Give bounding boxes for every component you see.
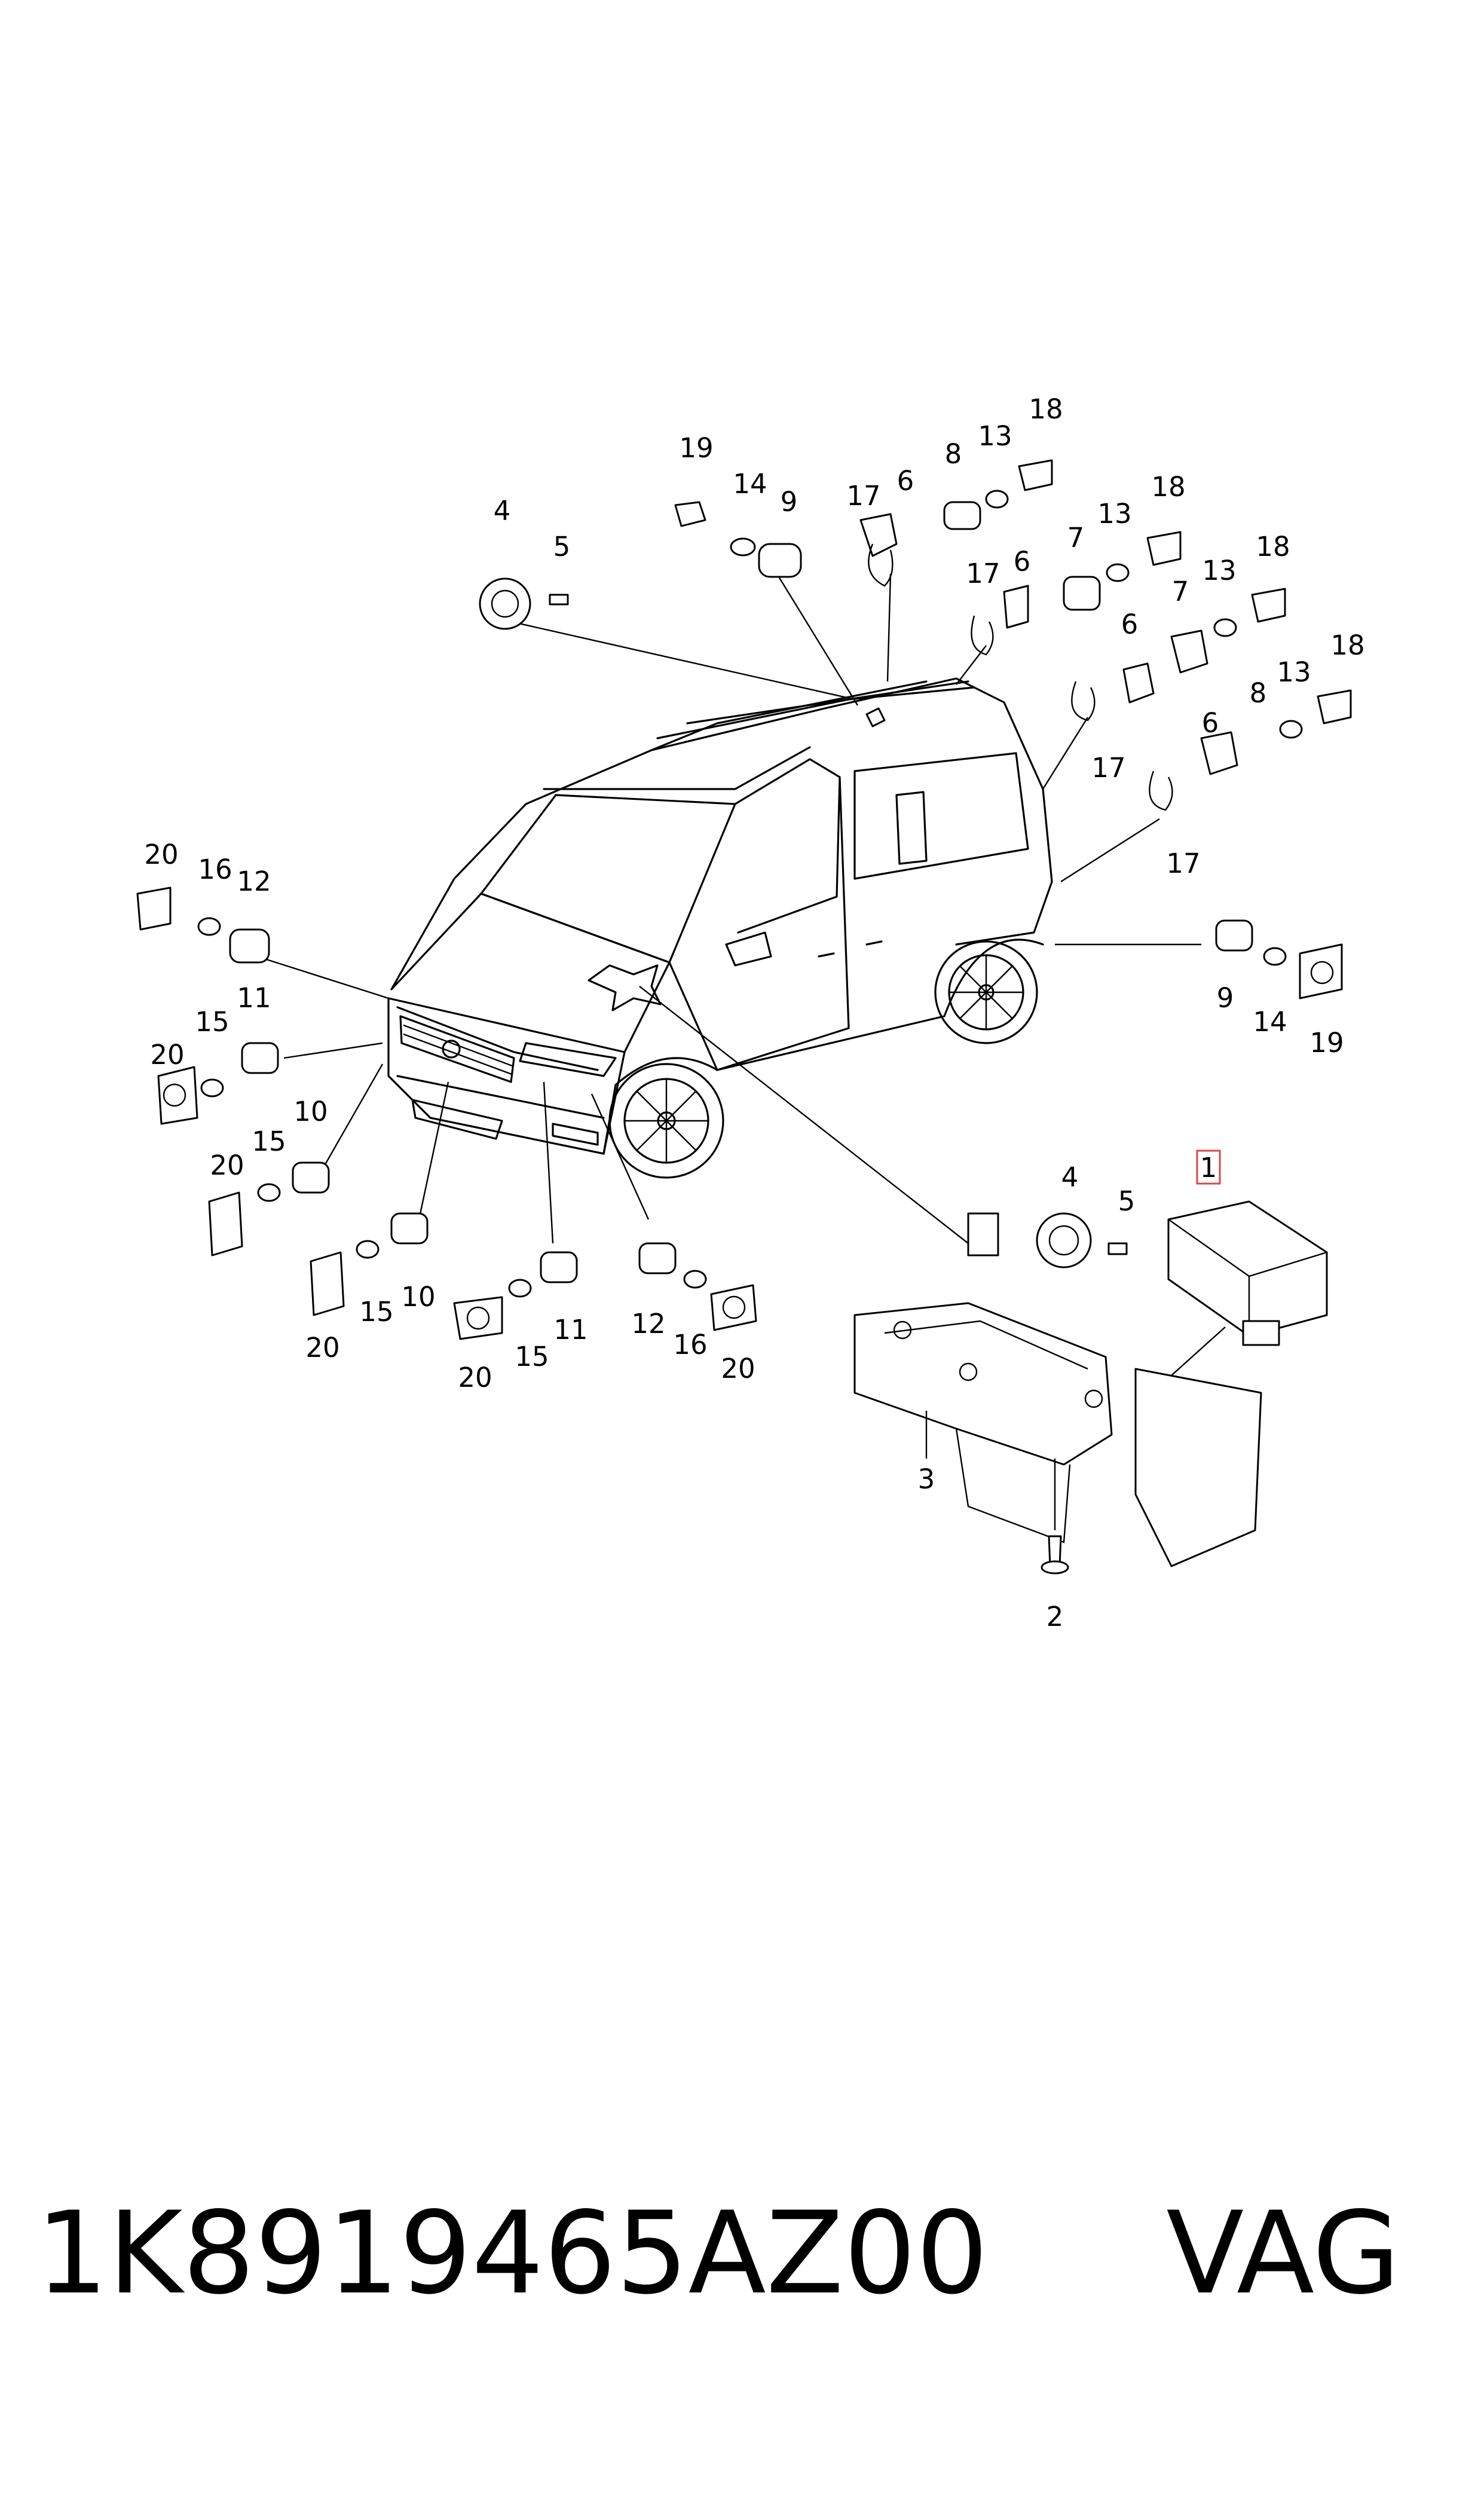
callout-13c: 13 bbox=[1202, 555, 1236, 586]
callout-6b: 6 bbox=[1014, 546, 1031, 577]
callout-6: 6 bbox=[897, 465, 914, 497]
callout-13d: 13 bbox=[1277, 656, 1311, 688]
callout-18d: 18 bbox=[1330, 629, 1364, 661]
callout-6d: 6 bbox=[1202, 707, 1219, 739]
callout-14: 14 bbox=[733, 468, 767, 500]
callout-20d: 20 bbox=[305, 1332, 339, 1364]
callout-10b: 10 bbox=[401, 1281, 435, 1313]
callout-14b: 14 bbox=[1253, 1006, 1287, 1038]
callout-18: 18 bbox=[1029, 393, 1063, 425]
callout-9: 9 bbox=[781, 486, 798, 518]
callout-15c: 15 bbox=[359, 1296, 393, 1328]
callout-5b: 5 bbox=[1118, 1185, 1136, 1217]
callout-19: 19 bbox=[679, 432, 713, 464]
callout-15: 15 bbox=[195, 1006, 229, 1038]
callout-18b: 18 bbox=[1151, 471, 1185, 503]
brand-text: VAG bbox=[1166, 2187, 1400, 2319]
callout-11b: 11 bbox=[553, 1314, 588, 1346]
callout-8b: 8 bbox=[1250, 677, 1267, 709]
part-number-text: 1K8919465AZ00 bbox=[36, 2187, 989, 2319]
callout-17d: 17 bbox=[1166, 848, 1200, 879]
callout-5: 5 bbox=[553, 531, 571, 562]
callout-18c: 18 bbox=[1256, 531, 1290, 562]
callout-10: 10 bbox=[293, 1096, 328, 1127]
callout-20c: 20 bbox=[210, 1150, 244, 1181]
callout-15b: 15 bbox=[252, 1126, 286, 1157]
callout-1: 1 bbox=[1200, 1152, 1217, 1184]
callout-13: 13 bbox=[978, 420, 1012, 452]
callout-17c: 17 bbox=[1091, 752, 1125, 784]
callout-15d: 15 bbox=[515, 1341, 549, 1372]
front-wheel bbox=[608, 1063, 724, 1179]
callout-11: 11 bbox=[237, 982, 271, 1014]
callout-20b: 20 bbox=[150, 1039, 184, 1071]
callout-20e: 20 bbox=[458, 1362, 492, 1393]
callout-12: 12 bbox=[237, 866, 271, 897]
callout-16b: 16 bbox=[673, 1329, 707, 1361]
callout-7: 7 bbox=[1067, 522, 1085, 554]
callout-4: 4 bbox=[494, 495, 511, 527]
highlight-box bbox=[1196, 1150, 1221, 1185]
callout-20: 20 bbox=[144, 839, 178, 870]
callout-labels: 1 2 3 4 4 5 5 6 6 6 6 7 7 8 8 9 9 10 10 … bbox=[144, 393, 1364, 1633]
part-icons bbox=[136, 459, 1352, 1575]
callout-3: 3 bbox=[918, 1463, 935, 1495]
vehicle-illustration bbox=[387, 677, 1053, 1179]
callout-16: 16 bbox=[198, 854, 232, 885]
rear-wheel bbox=[934, 940, 1038, 1044]
callout-6c: 6 bbox=[1121, 609, 1139, 640]
callout-2: 2 bbox=[1047, 1601, 1064, 1633]
callout-19b: 19 bbox=[1309, 1027, 1344, 1059]
callout-17: 17 bbox=[846, 480, 880, 512]
callout-4b: 4 bbox=[1061, 1161, 1079, 1193]
callout-13b: 13 bbox=[1097, 498, 1131, 530]
leader-lines bbox=[256, 573, 1226, 1381]
callout-7b: 7 bbox=[1172, 576, 1189, 607]
callout-20f: 20 bbox=[721, 1353, 755, 1384]
callout-8: 8 bbox=[945, 438, 962, 470]
callout-12b: 12 bbox=[631, 1308, 665, 1340]
callout-9b: 9 bbox=[1217, 982, 1234, 1014]
callout-17b: 17 bbox=[966, 558, 1000, 589]
